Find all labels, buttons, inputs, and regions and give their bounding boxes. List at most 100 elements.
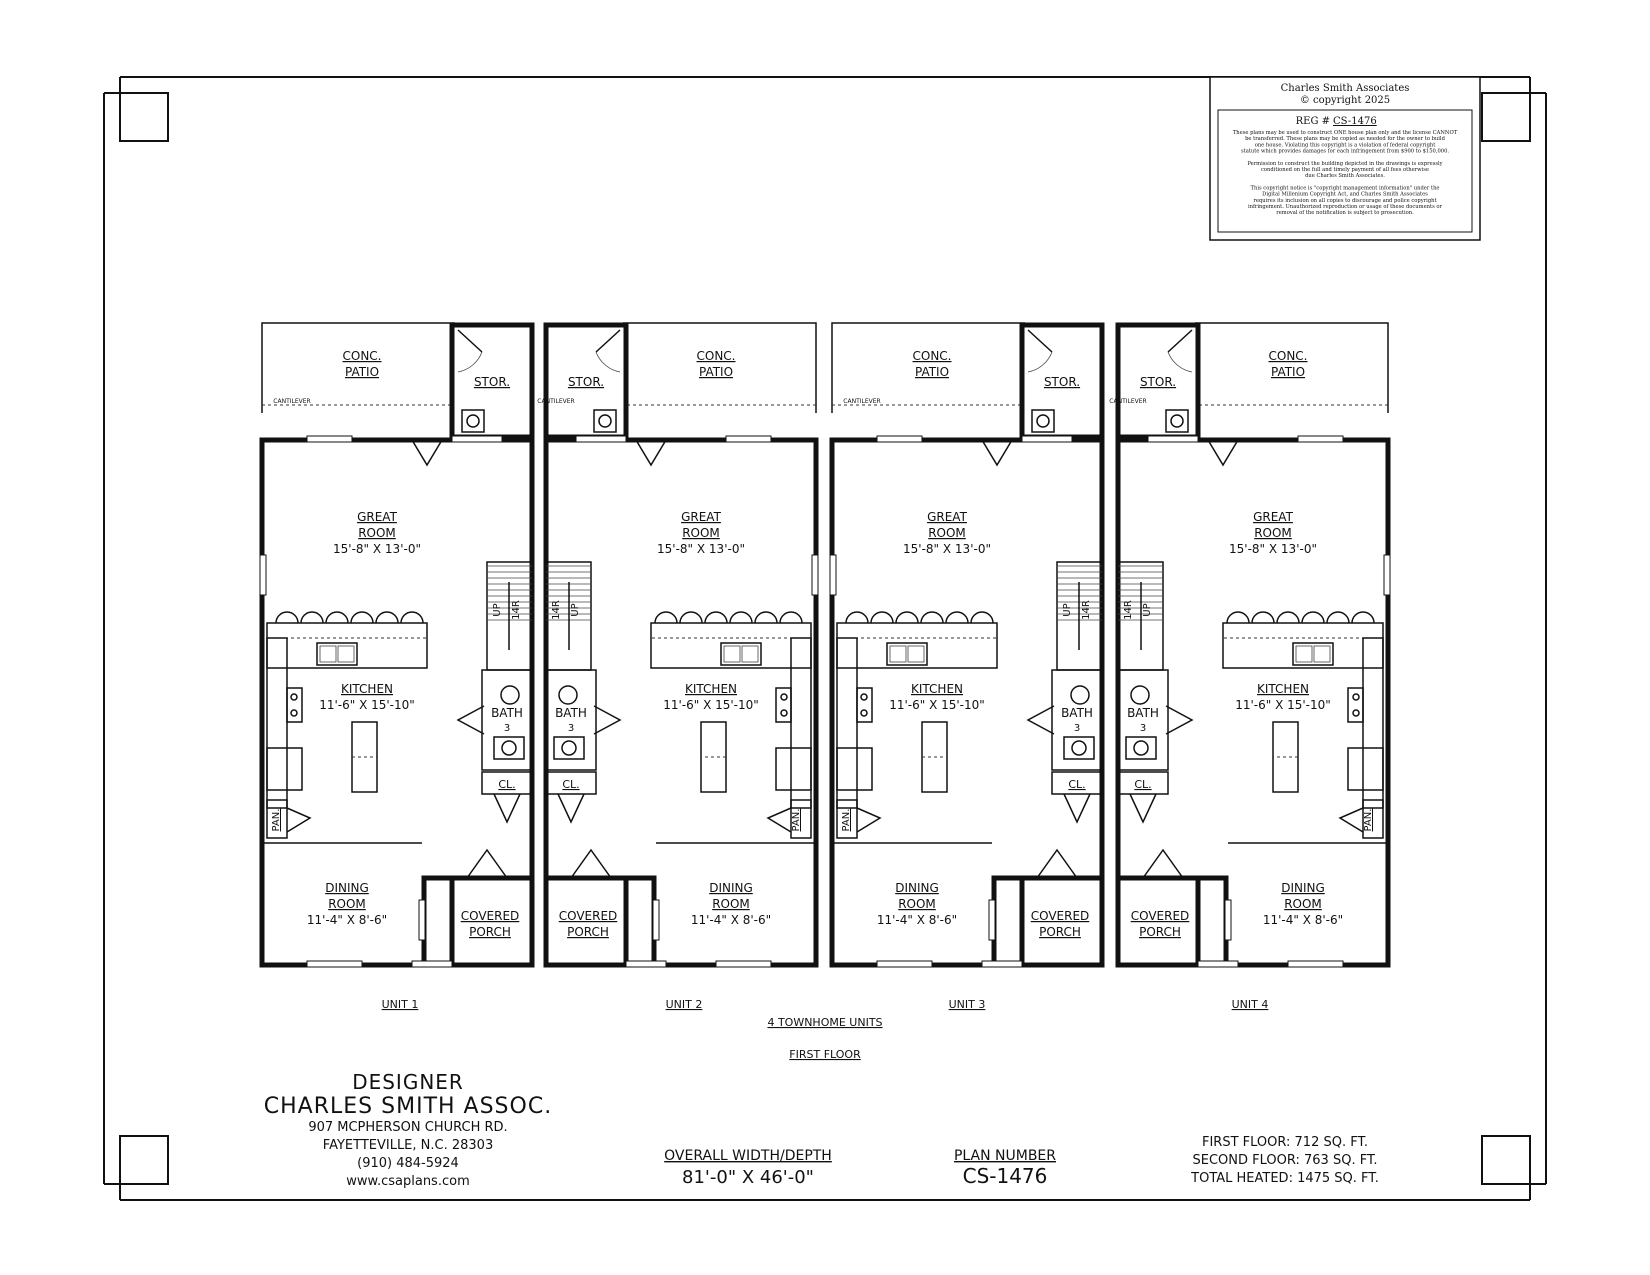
floor-title: FIRST FLOOR [789, 1048, 861, 1061]
closet-door-swing [1063, 793, 1091, 824]
bath-sink-bowl [1133, 740, 1149, 756]
great-room-label-2: ROOM [928, 526, 966, 540]
great-room-label-1: GREAT [1253, 510, 1293, 524]
reg-number: CS-1476 [1333, 116, 1377, 127]
kitchen-sink [316, 642, 358, 666]
copyright-line: Permission to construct the building dep… [1247, 161, 1442, 167]
window [1383, 554, 1391, 596]
kitchen-sink [886, 642, 928, 666]
dining-label-2: ROOM [328, 897, 366, 911]
copyright-line: due Charles Smith Associates. [1305, 173, 1385, 179]
dining-label-1: DINING [709, 881, 753, 895]
patio-label-1: CONC. [343, 349, 382, 363]
great-room-label-2: ROOM [682, 526, 720, 540]
great-room-dim: 15'-8" X 13'-0" [903, 542, 991, 556]
dining-dim: 11'-4" X 8'-6" [1263, 913, 1343, 927]
copyright-line: Digital Millenium Copyright Act, and Cha… [1262, 192, 1428, 198]
water-heater-tank [466, 414, 480, 428]
dining-label-1: DINING [325, 881, 369, 895]
bath-label: BATH [1061, 706, 1093, 720]
patio-door-swing [411, 439, 443, 467]
designer-heading: DESIGNER [352, 1070, 464, 1094]
burner [1352, 693, 1360, 701]
burner [780, 693, 788, 701]
copyright-line: one house. Violating this copyright is a… [1255, 142, 1437, 148]
bath-sink [493, 736, 525, 760]
bar-stool [870, 611, 894, 624]
stair-risers-label: 14R [1081, 600, 1092, 620]
bath-label: BATH [1127, 706, 1159, 720]
porch-label-2: PORCH [1139, 925, 1181, 939]
cantilever-label: CANTILEVER [1109, 398, 1146, 405]
window [715, 960, 772, 968]
bar-stool [654, 611, 678, 624]
dining-label-2: ROOM [1284, 897, 1322, 911]
stor-label: STOR. [1044, 375, 1080, 389]
area-block: FIRST FLOOR: 712 SQ. FT. SECOND FLOOR: 7… [1190, 1135, 1379, 1186]
bath-door-swing [1165, 705, 1194, 735]
dining-label-2: ROOM [712, 897, 750, 911]
patio-outline [1195, 322, 1389, 413]
toilet [1130, 685, 1150, 705]
bar-stool [350, 611, 374, 624]
storage-door [457, 329, 483, 353]
plan-title: 4 TOWNHOME UNITS [767, 1016, 882, 1029]
window [1021, 435, 1073, 443]
bar-stool [1276, 611, 1300, 624]
sink-basin [907, 645, 925, 663]
pantry-walls [266, 799, 288, 839]
kitchen-sink [720, 642, 762, 666]
window [1224, 899, 1232, 941]
bar-stool [754, 611, 778, 624]
bar-stool [895, 611, 919, 624]
closet-label: CL. [498, 778, 515, 791]
stair-risers-label: 14R [1123, 600, 1134, 620]
storage-door-swing [457, 351, 483, 373]
copyright-line: removal of the notification is subject t… [1276, 210, 1414, 216]
window [981, 960, 1023, 968]
stair-risers-label: 14R [551, 600, 562, 620]
pantry-door-swing [766, 807, 792, 833]
water-heater-tank [1036, 414, 1050, 428]
storage-door-swing [1167, 351, 1193, 373]
bar-stool [679, 611, 703, 624]
bath-walls [545, 669, 597, 771]
burner [290, 693, 298, 701]
great-room-label-1: GREAT [927, 510, 967, 524]
dining-label-2: ROOM [898, 897, 936, 911]
bar-stool [1251, 611, 1275, 624]
stair-up-label: UP [492, 603, 503, 616]
stair-risers-label: 14R [511, 600, 522, 620]
storage-door [1027, 329, 1053, 353]
storage-door-swing [595, 351, 621, 373]
toilet [1070, 685, 1090, 705]
water-heater [461, 409, 485, 433]
great-room-label-1: GREAT [357, 510, 397, 524]
window [1147, 435, 1199, 443]
stor-label: STOR. [568, 375, 604, 389]
bar-stool [1351, 611, 1375, 624]
storage-door-swing [1027, 351, 1053, 373]
porch-label-1: COVERED [1131, 909, 1190, 923]
burner [1352, 709, 1360, 717]
porch-label-1: COVERED [1031, 909, 1090, 923]
storage-door [595, 329, 621, 353]
designer-phone: (910) 484-5924 [357, 1156, 459, 1171]
porch-label-1: COVERED [559, 909, 618, 923]
wall-cabinets [1362, 637, 1384, 809]
window [725, 435, 772, 443]
patio-door-swing [1207, 439, 1239, 467]
corner-box-bl [119, 1135, 169, 1185]
copyright-line: requires its inclusion on all copies to … [1253, 198, 1437, 204]
window [259, 554, 267, 596]
window [306, 960, 363, 968]
refrigerator [266, 747, 303, 791]
pantry-label: PAN. [271, 809, 282, 832]
pantry-walls [1362, 799, 1384, 839]
window [625, 960, 667, 968]
copyright-line: This copyright notice is "copyright mana… [1251, 185, 1440, 191]
refrigerator [775, 747, 812, 791]
pantry-walls [790, 799, 812, 839]
bath-walls [1117, 669, 1169, 771]
plan-number-label: PLAN NUMBER [954, 1148, 1056, 1164]
